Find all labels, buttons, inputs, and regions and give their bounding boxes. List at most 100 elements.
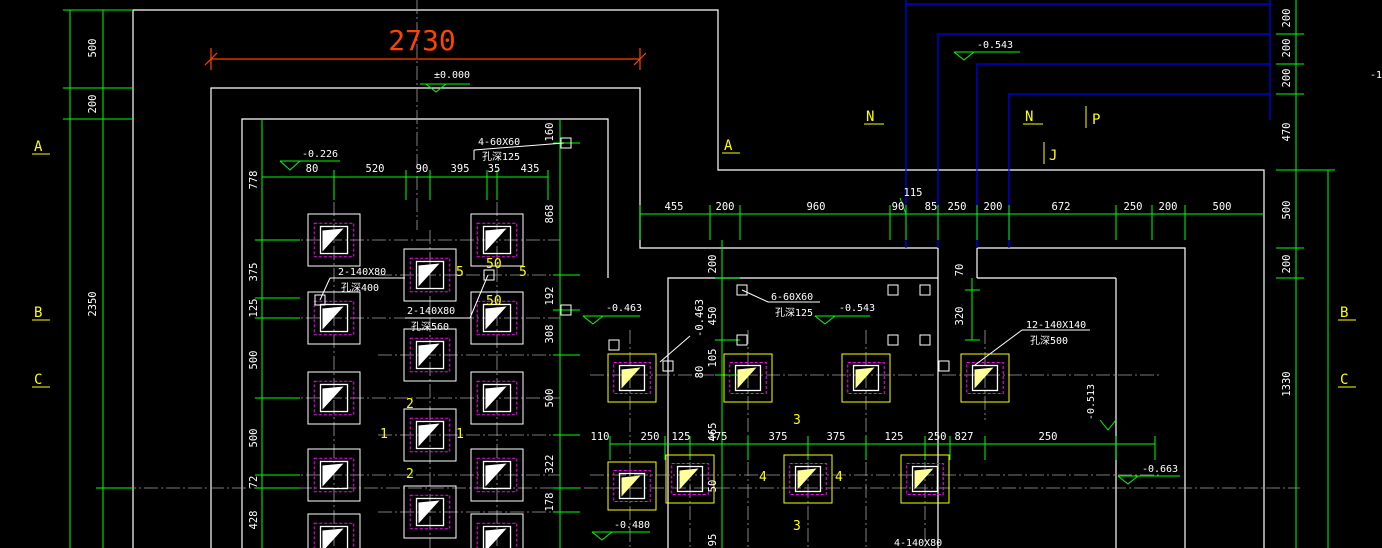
dim-left-2: 125 xyxy=(248,299,260,318)
dim-mid-v-4: 500 xyxy=(544,389,556,408)
dim-inner-5: 105 xyxy=(707,349,719,368)
note-4-line-1: 6-60X60 xyxy=(771,292,813,303)
dim-mid-v-6: 178 xyxy=(544,493,556,512)
dim-mid-0: 110 xyxy=(591,431,610,443)
dim-mid-v-0: 160 xyxy=(544,123,556,142)
small-hole-8 xyxy=(608,339,620,351)
anchor-box-left-6 xyxy=(403,328,457,382)
dim-right-far-4: 500 xyxy=(1281,201,1293,220)
mark-3a: 3 xyxy=(793,413,801,428)
note-5-line-1: 12-140X140 xyxy=(1026,320,1086,331)
note-6-line-1: 4-140X80 xyxy=(894,538,942,548)
mark-2b: 2 xyxy=(406,467,414,482)
dim-right-9: 200 xyxy=(1159,201,1178,213)
dim-top-1: 520 xyxy=(366,163,385,175)
dim-left-0: 778 xyxy=(248,171,260,190)
anchor-boxes-right xyxy=(607,353,1010,511)
dim-right-7: 672 xyxy=(1052,201,1071,213)
dim-top-4: 35 xyxy=(488,163,501,175)
wall-outlines xyxy=(132,9,1265,548)
dim-inner-3: -0.463 xyxy=(694,299,706,337)
anchor-box-left-9 xyxy=(470,213,524,267)
anchor-box-right-3 xyxy=(960,353,1010,403)
mark-2a: 2 xyxy=(406,397,414,412)
dim-left-1: 375 xyxy=(248,263,260,282)
anchor-box-right-2 xyxy=(841,353,891,403)
mark-50a: 50 xyxy=(486,257,502,272)
mark-1b: 1 xyxy=(456,427,464,442)
dim-right-far-0: 200 xyxy=(1281,9,1293,28)
axis-label-n1: N xyxy=(866,109,874,125)
small-hole-6 xyxy=(887,334,899,346)
small-hole-10 xyxy=(938,360,950,372)
dim-far-left-0: 500 xyxy=(87,39,99,58)
dim-left-4: 500 xyxy=(248,429,260,448)
axis-label-p: P xyxy=(1092,112,1100,128)
dim-mid-3: 375 xyxy=(709,431,728,443)
anchor-box-right-6 xyxy=(783,454,833,504)
dim-mid-v-1: 868 xyxy=(544,205,556,224)
dim-top-0: 80 xyxy=(306,163,319,175)
dim-right-far-5: 200 xyxy=(1281,255,1293,274)
small-hole-5 xyxy=(736,334,748,346)
dim-top-3: 395 xyxy=(451,163,470,175)
anchor-box-right-4 xyxy=(607,461,657,511)
small-hole-4 xyxy=(919,284,931,296)
anchor-box-left-13 xyxy=(470,513,524,548)
mark-3b: 3 xyxy=(793,519,801,534)
dim-right-4: 85 xyxy=(925,201,938,213)
mark-5b: 5 xyxy=(519,265,527,280)
small-hole-12 xyxy=(483,269,495,281)
level-l3: -0.463 xyxy=(606,303,642,314)
dim-mid-v-3: 308 xyxy=(544,325,556,344)
dim-inner-1: 70 xyxy=(954,264,966,277)
dim-far-left-1: 200 xyxy=(87,95,99,114)
level-l6: -0.513 xyxy=(1086,384,1097,420)
dim-right-far-1: 200 xyxy=(1281,39,1293,58)
mark-50b: 50 xyxy=(486,294,502,309)
mark-4a: 4 xyxy=(759,470,767,485)
axis-label-c-right: C xyxy=(1340,372,1348,388)
dim-mid-2: 125 xyxy=(672,431,691,443)
axis-label-j: J xyxy=(1049,148,1057,164)
level-markers xyxy=(279,51,1180,541)
dim-inner-6: 80 xyxy=(694,366,706,379)
anchor-box-right-1 xyxy=(723,353,773,403)
dim-inner-8: 50 xyxy=(707,480,719,493)
dim-top-2: 90 xyxy=(416,163,429,175)
mark-4b: 4 xyxy=(835,470,843,485)
anchor-box-left-3 xyxy=(307,448,361,502)
dim-mid-6: 125 xyxy=(885,431,904,443)
dim-left-5: 72 xyxy=(248,476,260,489)
dim-inner-9: 95 xyxy=(707,534,719,547)
anchor-box-left-1 xyxy=(307,291,361,345)
axis-label-underlines xyxy=(32,106,1356,388)
dim-far-left-2: 2350 xyxy=(87,291,99,316)
note-3-line-2: 孔深560 xyxy=(411,321,449,333)
dim-inner-7: 465 xyxy=(707,423,719,442)
note-2-line-1: 2-140X80 xyxy=(338,267,386,278)
dim-inner-2: 320 xyxy=(954,307,966,326)
note-3-line-1: 2-140X80 xyxy=(407,306,455,317)
overall-dimension-label: 2730 xyxy=(388,24,455,57)
anchor-box-left-4 xyxy=(307,513,361,548)
dim-right-far-2: 200 xyxy=(1281,69,1293,88)
dim-inner-0: 200 xyxy=(707,255,719,274)
small-hole-7 xyxy=(919,334,931,346)
anchor-box-left-8 xyxy=(403,485,457,539)
axis-label-a-left: A xyxy=(34,139,43,155)
level-l7: -0.663 xyxy=(1142,464,1178,475)
axis-label-a-mid: A xyxy=(724,138,733,154)
mark-1a: 1 xyxy=(380,427,388,442)
note-5-line-2: 孔深500 xyxy=(1030,335,1068,347)
dim-mid-v-5: 322 xyxy=(544,455,556,474)
axis-label-b-right: B xyxy=(1340,305,1348,321)
anchor-boxes-left xyxy=(307,213,524,548)
dim-right-0: 455 xyxy=(665,201,684,213)
note-1-line-1: 4-60X60 xyxy=(478,137,520,148)
dim-mid-v-2: 192 xyxy=(544,287,556,306)
level-l2: -0.543 xyxy=(977,40,1013,51)
note-leaders xyxy=(319,142,1090,366)
dim-mid-1: 250 xyxy=(641,431,660,443)
